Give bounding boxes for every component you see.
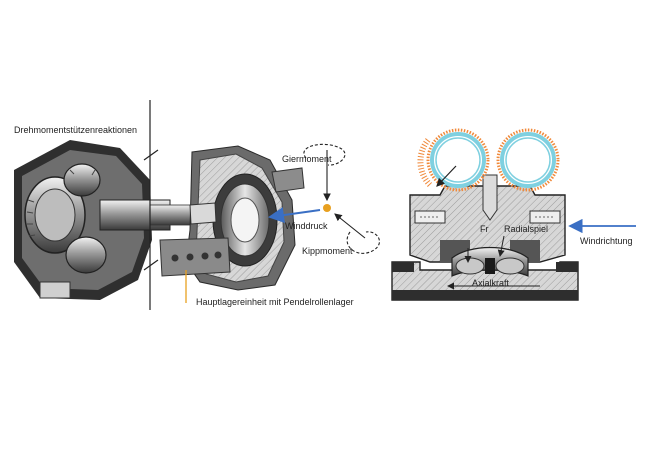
label-yaw-moment: Giermoment — [282, 154, 332, 164]
main-bearing-housing — [159, 145, 305, 291]
bearing-ring-left — [417, 128, 490, 192]
bearing-cross-section — [391, 174, 579, 301]
label-axial-force: Axialkraft — [472, 278, 510, 288]
force-point-marker — [323, 204, 331, 212]
bearing-ring-right — [496, 128, 560, 192]
label-main-bearing-unit: Hauptlagereinheit mit Pendelrollenlager — [196, 297, 354, 307]
label-radial-force: Fr — [480, 224, 489, 234]
label-torque-reactions: Drehmomentstützenreaktionen — [14, 125, 138, 135]
gearbox-assembly — [14, 140, 266, 300]
label-tilt-moment: Kippmoment — [302, 246, 353, 256]
label-wind-pressure: Winddruck — [285, 221, 328, 231]
tilt-moment-arrow — [334, 213, 380, 254]
label-wind-direction: Windrichtung — [580, 236, 633, 246]
torque-reaction-axis — [143, 100, 159, 310]
yaw-moment-arrow — [303, 143, 346, 202]
label-radial-play: Radialspiel — [504, 224, 549, 234]
radial-play-arrow — [497, 235, 505, 257]
wind-pressure-arrow — [268, 207, 321, 223]
ring-pointer-arrow — [436, 165, 457, 187]
